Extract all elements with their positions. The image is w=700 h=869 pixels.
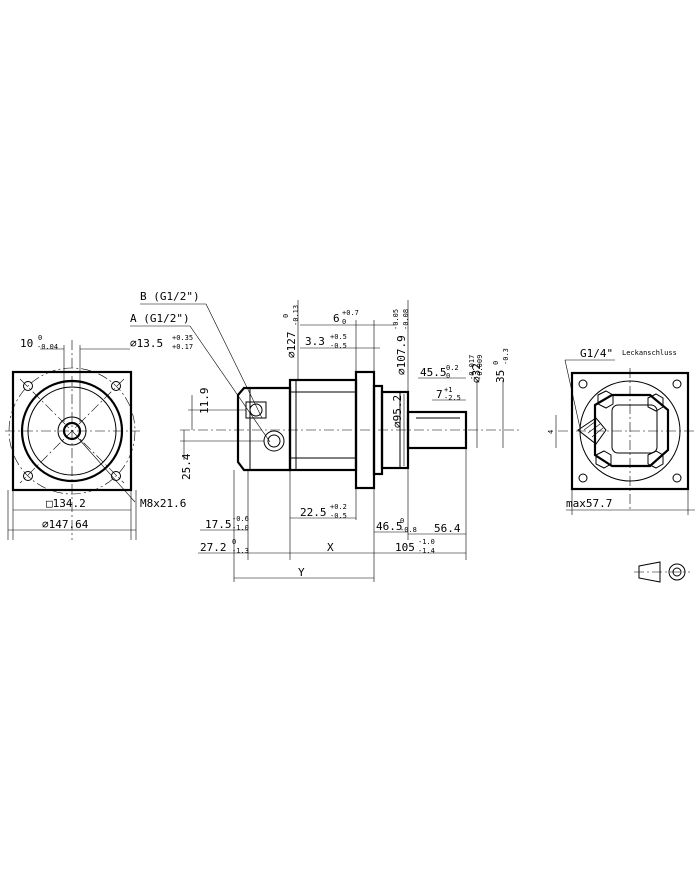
dim-3-3: 3.3 <box>305 335 325 348</box>
valve-block <box>236 386 292 472</box>
bolt-hole-bl <box>23 471 33 481</box>
dim-11-9: 11.9 <box>198 388 211 415</box>
dim-square-134-2: □134.2 <box>46 497 86 510</box>
port-b-hole <box>249 403 263 417</box>
dim-dia-95-2: ∅95.2 <box>391 395 404 428</box>
dim-angle-small: 4 <box>547 430 555 434</box>
port-a-label: A (G1/2") <box>130 312 190 325</box>
rear-view: G1/4" Leckanschluss 4 <box>547 347 695 515</box>
projection-symbol <box>634 561 690 583</box>
dim-105: 105 <box>395 541 415 554</box>
rear-valve-block <box>593 393 670 468</box>
dim-6: 6 <box>333 312 340 325</box>
port-a-hole <box>263 430 285 452</box>
dim-dia-13-5: ∅13.5 <box>130 337 163 350</box>
dim-dia-147-64: ∅147.64 <box>42 518 89 531</box>
dim-17-5-tol-low: -1.0 <box>232 524 249 532</box>
dim-45-5-tol-up: 0.2 <box>446 364 459 372</box>
output-shaft <box>406 410 468 450</box>
leak-port <box>577 417 607 445</box>
dim-25-4: 25.4 <box>180 453 193 480</box>
dim-dia-107-9: ∅107.9 <box>395 335 408 375</box>
leckanschluss-label: Leckanschluss <box>622 349 677 357</box>
dim-27-2-tol-low: -1.3 <box>232 547 249 555</box>
dim-22-5-tol-up: +0.2 <box>330 503 347 511</box>
dim-7: 7 <box>436 388 443 401</box>
dim-22-5: 22.5 <box>300 506 327 519</box>
dim-46-5-tol-low: -0.8 <box>400 526 417 534</box>
dim-35: 35 <box>494 370 507 383</box>
g1-4-label: G1/4" <box>580 347 613 360</box>
bolt-hole-tr <box>111 381 121 391</box>
dim-dia-107-9-tol-up: -0.05 <box>392 309 400 330</box>
dim-dia-32: ∅32 <box>470 363 483 383</box>
dim-10: 10 <box>20 337 33 350</box>
dim-22-5-tol-low: -0.5 <box>330 512 347 520</box>
hex-bolt-bl <box>595 450 612 469</box>
dim-46-5: 46.5 <box>376 520 403 533</box>
hex-bolt-tr <box>647 393 664 412</box>
dim-46-5-tol-up: 0 <box>400 517 404 525</box>
rear-bolt-tr <box>672 379 682 389</box>
rear-bolt-br <box>672 473 682 483</box>
dim-35-tol-low: -0.3 <box>502 348 510 365</box>
dim-3-3-tol-low: -0.5 <box>330 342 347 350</box>
hex-bolt-br <box>647 450 664 469</box>
dim-17-5: 17.5 <box>205 518 232 531</box>
dim-dia-107-9-tol-low: -0.08 <box>402 309 410 330</box>
rear-bolt-bl <box>578 473 588 483</box>
dim-45-5: 45.5 <box>420 366 447 379</box>
dim-56-4: 56.4 <box>434 522 461 535</box>
hex-bolt-tl <box>597 390 614 409</box>
dim-dia-127-tol-up: 0 <box>282 314 290 318</box>
dim-7-tol-up: +1 <box>444 386 452 394</box>
dim-dia-32-tol-low: -0.009 <box>476 355 484 380</box>
main-housing <box>288 378 358 472</box>
dim-10-tol-up: 0 <box>38 334 42 342</box>
side-view: B (G1/2") A (G1/2") 11.9 2 <box>130 290 520 582</box>
dim-35-tol-up: 0 <box>492 361 500 365</box>
dim-7-tol-low: -2.5 <box>444 394 461 402</box>
dim-m8x21-6: M8x21.6 <box>140 497 186 510</box>
dim-max-57-7: max57.7 <box>566 497 612 510</box>
dim-105-tol-low: -1.4 <box>418 547 435 555</box>
bolt-hole-tl <box>23 381 33 391</box>
dim-10-tol-low: -0.04 <box>37 343 58 351</box>
front-view: 10 0 -0.04 ∅13.5 +0.35 +0.17 □134.2 M8x2… <box>5 334 193 540</box>
dim-dia-127-tol-low: -0.13 <box>292 305 300 326</box>
dim-17-5-tol-up: -0.6 <box>232 515 249 523</box>
dim-27-2: 27.2 <box>200 541 227 554</box>
dim-6-tol-low: 0 <box>342 318 346 326</box>
dim-6-tol-up: +0.7 <box>342 309 359 317</box>
dim-45-5-tol-low: 0 <box>446 372 450 380</box>
dim-x: X <box>327 541 334 554</box>
dim-dia-127: ∅127 <box>285 332 298 359</box>
dim-dia-32-tol-up: -0.017 <box>468 355 476 380</box>
port-b-label: B (G1/2") <box>140 290 200 303</box>
dim-dia-13-5-tol-low: +0.17 <box>172 343 193 351</box>
dim-27-2-tol-up: 0 <box>232 538 236 546</box>
rear-bolt-tl <box>578 379 588 389</box>
dim-dia-13-5-tol-up: +0.35 <box>172 334 193 342</box>
dim-y: Y <box>298 566 305 579</box>
dim-105-tol-up: -1.0 <box>418 538 435 546</box>
dim-3-3-tol-up: +0.5 <box>330 333 347 341</box>
